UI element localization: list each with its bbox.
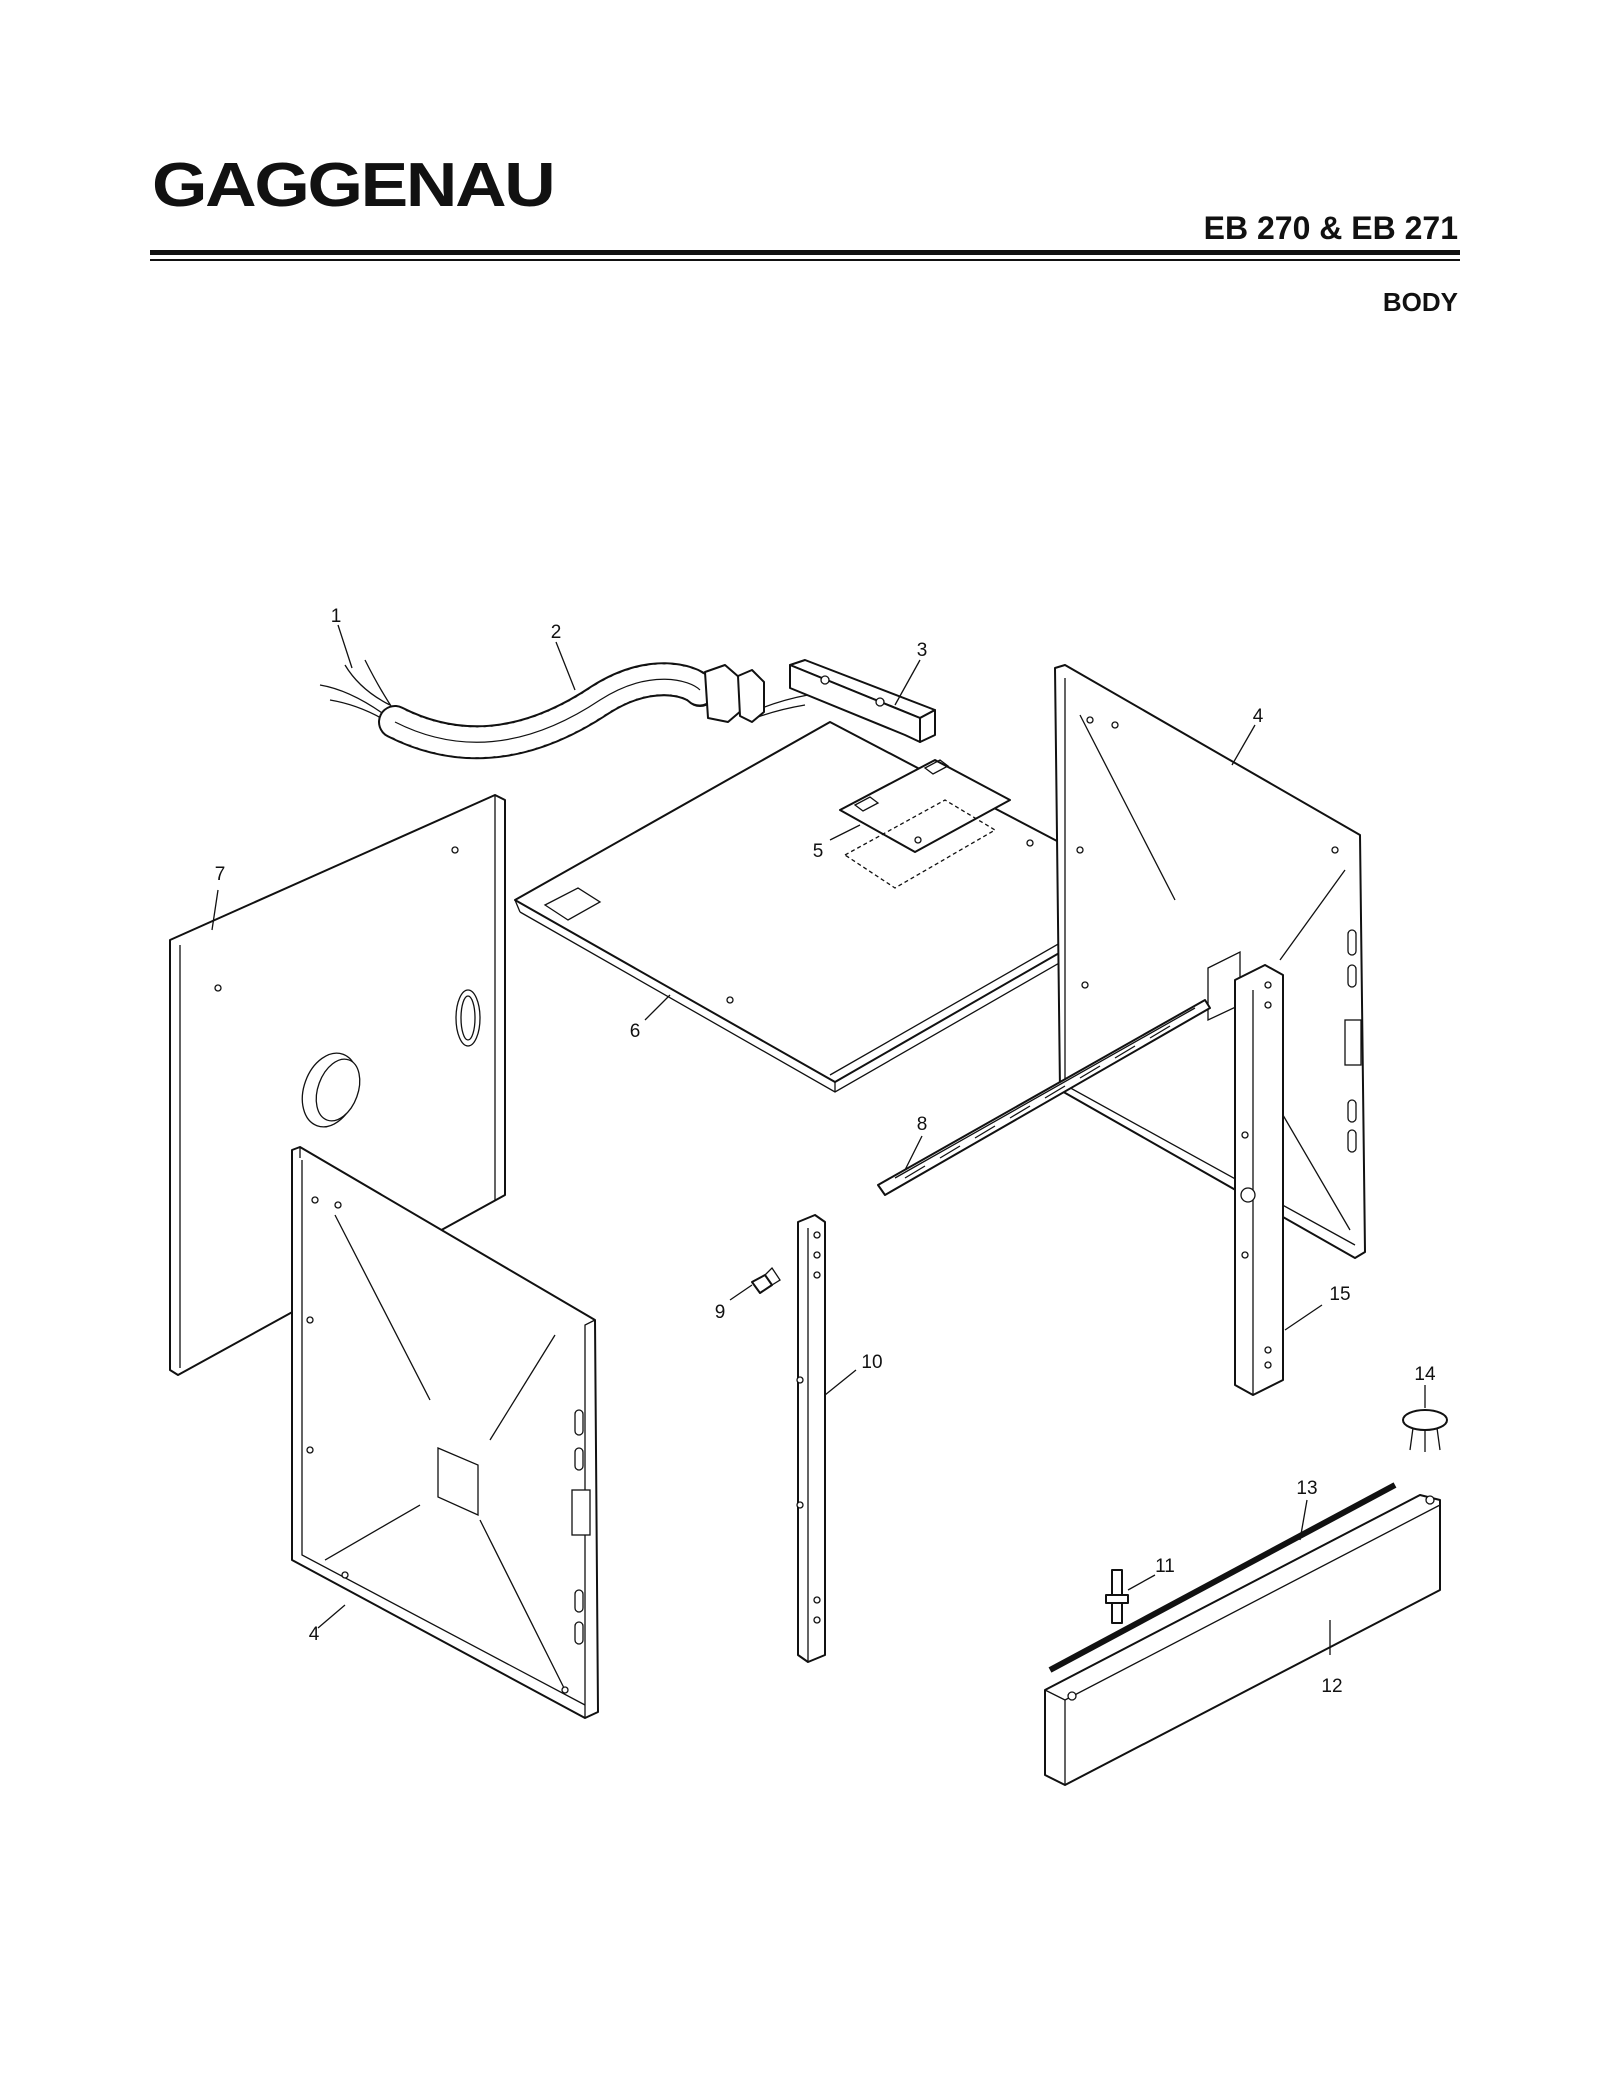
callout-4-back: 4 [1253, 706, 1264, 727]
model-title: EB 270 & EB 271 [1203, 210, 1458, 246]
part-13-strip [1048, 1482, 1397, 1673]
callout-7: 7 [215, 864, 226, 885]
part-3-bracket [789, 659, 936, 743]
callout-13: 13 [1296, 1478, 1317, 1499]
part-12-kick-plate [1044, 1494, 1441, 1786]
callout-15: 15 [1329, 1284, 1350, 1305]
part-4-side-panel-back [1054, 664, 1366, 1259]
header-rule-thin [150, 259, 1460, 261]
part-11-bolt [1105, 1569, 1129, 1624]
callout-12: 12 [1321, 1676, 1342, 1697]
part-10-strip [796, 1214, 826, 1663]
brand-logo: GAGGENAU [152, 151, 556, 220]
part-8-rail [877, 999, 1211, 1196]
header-rule-thick [150, 250, 1460, 255]
callout-9: 9 [715, 1302, 726, 1323]
callout-1: 1 [331, 606, 342, 627]
section-title: BODY [1382, 287, 1458, 317]
callout-14: 14 [1414, 1364, 1436, 1385]
callout-11: 11 [1155, 1556, 1175, 1577]
callout-3: 3 [917, 640, 928, 661]
callout-4-front: 4 [309, 1624, 320, 1645]
part-9-clip [751, 1266, 781, 1294]
callout-6: 6 [630, 1021, 641, 1042]
callout-10: 10 [861, 1352, 882, 1373]
callout-leaders [211, 624, 1426, 1655]
callout-8: 8 [917, 1114, 928, 1135]
part-4-side-panel-front [291, 1146, 599, 1719]
part-15-upright [1234, 964, 1284, 1396]
part-5-cover-plate [839, 759, 1011, 889]
callout-2: 2 [551, 622, 562, 643]
part-2-hose [378, 662, 765, 760]
part-14-foot [1402, 1409, 1448, 1452]
callout-5: 5 [813, 841, 824, 862]
